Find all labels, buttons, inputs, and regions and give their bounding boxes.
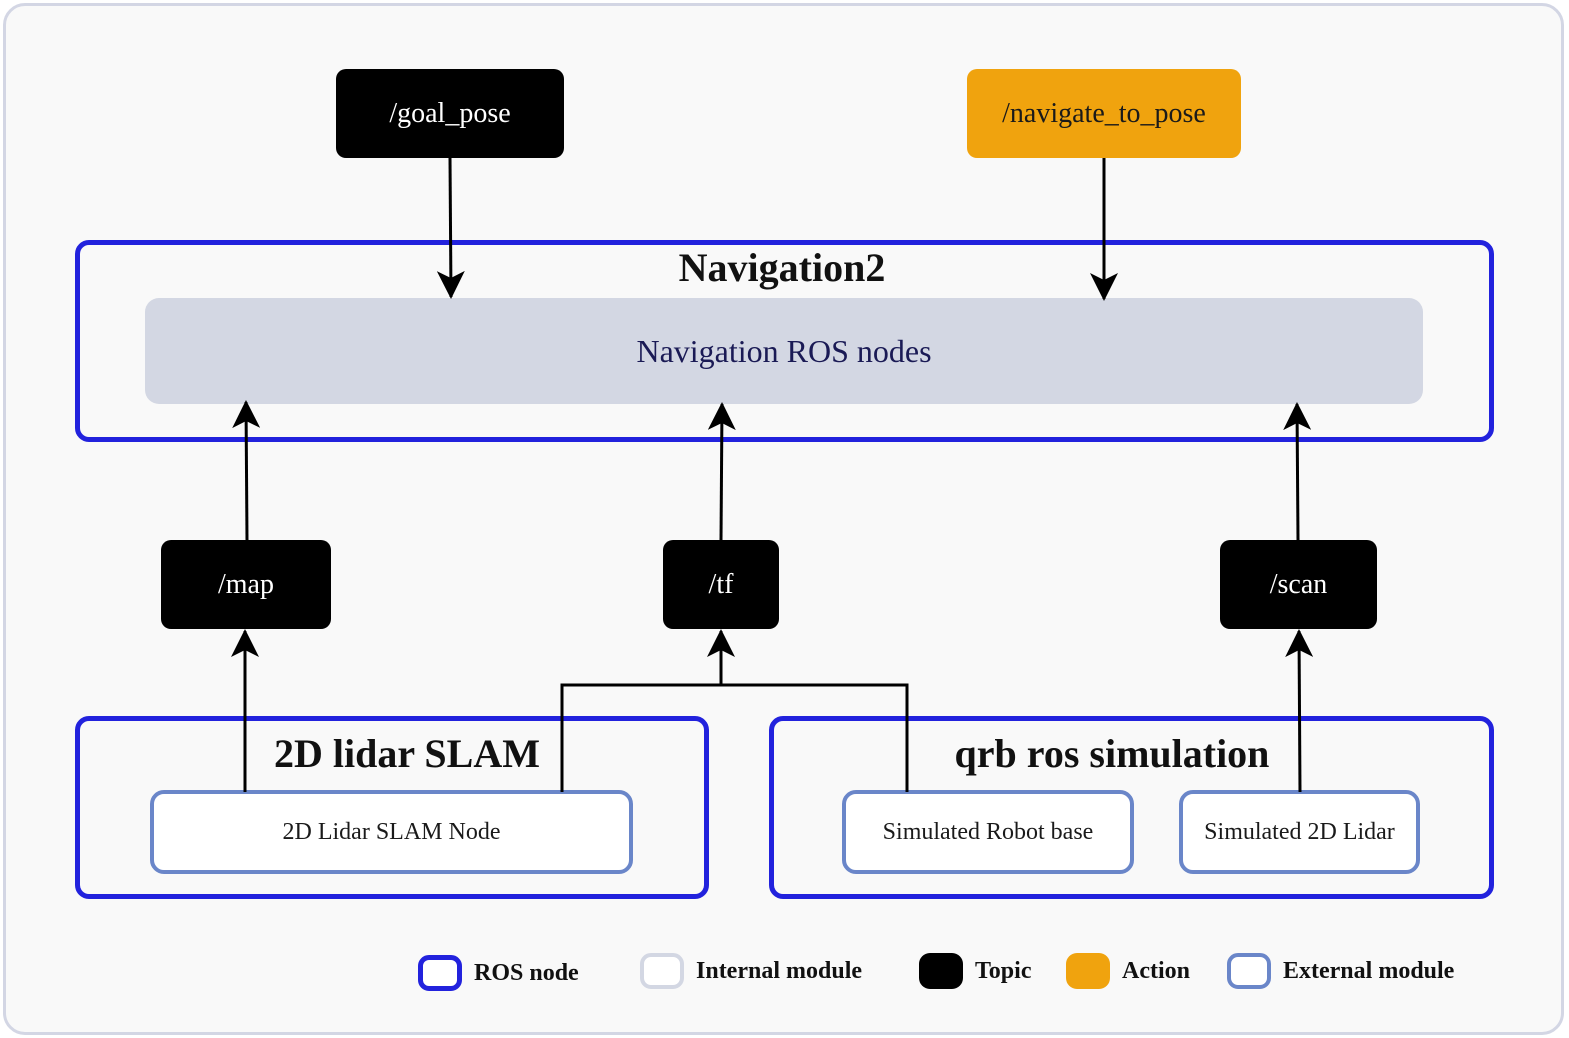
simulated-robot-base: Simulated Robot base [842,790,1134,874]
edge-goal-pose-to-navigation [436,157,465,299]
edge-lidar-to-scan [1285,629,1314,793]
action-navigate-to-pose: /navigate_to_pose [967,69,1241,158]
legend-label-external-module: External module [1283,957,1455,984]
legend-swatch-action [1066,953,1110,989]
legend-swatch-topic [919,953,963,989]
legend-label-action: Action [1122,957,1190,984]
simulation-title: qrb ros simulation [954,731,1270,776]
topic-scan: /scan [1220,540,1377,629]
legend-swatch-ros-node [418,955,462,991]
legend-topic: Topic [919,953,1031,989]
edge-scan-to-navigation [1283,402,1312,541]
legend-label-internal-module: Internal module [696,957,863,984]
simulation-node [769,716,1494,899]
legend-internal-module: Internal module [640,953,862,989]
legend-label-topic: Topic [975,957,1032,984]
navigation2-node [75,240,1494,442]
topic-goal-pose: /goal_pose [336,69,564,158]
slam-node-module: 2D Lidar SLAM Node [150,790,633,874]
navigation2-title: Navigation2 [678,245,886,290]
legend-external-module: External module [1227,953,1454,989]
edge-slam-to-tf [560,629,735,792]
legend-swatch-external-module [1227,953,1271,989]
legend-ros-node: ROS node [418,955,579,991]
topic-tf: /tf [663,540,779,629]
legend-label-ros-node: ROS node [474,959,579,986]
slam-title: 2D lidar SLAM [274,731,540,776]
edge-tf-to-navigation [707,402,736,541]
edge-map-to-navigation [232,400,261,541]
topic-map: /map [161,540,331,629]
legend-swatch-internal-module [640,953,684,989]
edge-robot-base-to-tf [721,683,909,792]
legend-action: Action [1066,953,1190,989]
slam-node [75,716,709,899]
navigation-ros-nodes: Navigation ROS nodes [145,298,1423,404]
